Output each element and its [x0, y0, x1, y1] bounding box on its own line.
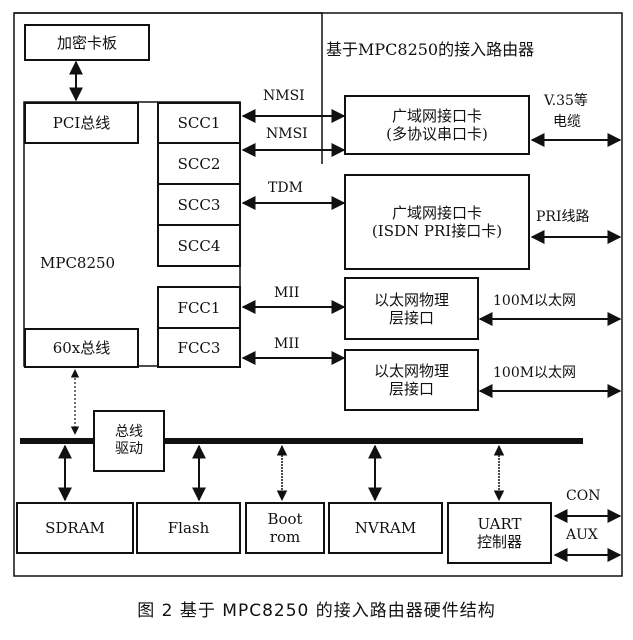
flash-block: Flash — [136, 502, 241, 554]
flash-label: Flash — [167, 519, 210, 537]
bootrom-label-1: Boot — [267, 510, 303, 528]
figure-caption: 图 2 基于 MPC8250 的接入路由器硬件结构 — [137, 601, 496, 621]
wan-isdn-card-label-1: 广域网接口卡 — [391, 204, 482, 222]
scc3-label: SCC3 — [177, 195, 221, 214]
bus-driver-block: 总线 驱动 — [93, 410, 165, 472]
uart-label-1: UART — [477, 515, 522, 533]
bootrom-label-2: rom — [269, 528, 301, 546]
bus-60x-block: 60x总线 — [24, 328, 139, 368]
pci-bus-label: PCI总线 — [52, 114, 111, 132]
v35-label-1: V.35等 — [544, 93, 588, 109]
mii2-label: MII — [274, 336, 300, 352]
wan-isdn-card-label-2: (ISDN PRI接口卡) — [371, 222, 503, 240]
sdram-label: SDRAM — [45, 519, 105, 537]
mii1-label: MII — [274, 285, 300, 301]
uart-block: UART 控制器 — [447, 502, 552, 564]
scc4-block: SCC4 — [157, 224, 241, 267]
outer-border-main — [13, 12, 623, 577]
crypto-card-label: 加密卡板 — [56, 33, 117, 52]
v35-label-2: 电缆 — [553, 114, 581, 130]
scc3-block: SCC3 — [157, 183, 241, 226]
eth-phy2-block: 以太网物理 层接口 — [344, 349, 479, 411]
eth-phy1-label-2: 层接口 — [388, 308, 434, 327]
eth-phy1-block: 以太网物理 层接口 — [344, 277, 479, 340]
bootrom-block: Boot rom — [245, 502, 325, 554]
nvram-label: NVRAM — [354, 519, 417, 537]
eth-phy2-label-2: 层接口 — [388, 380, 434, 398]
diagram-title: 基于MPC8250的接入路由器 — [326, 40, 535, 59]
eth-phy2-label-1: 以太网物理 — [373, 362, 449, 380]
eth2-label: 100M以太网 — [493, 365, 577, 381]
wan-serial-card-label-1: 广域网接口卡 — [391, 107, 482, 125]
scc1-label: SCC1 — [177, 114, 221, 132]
pci-bus-block: PCI总线 — [24, 102, 139, 144]
nvram-block: NVRAM — [328, 502, 443, 554]
bus-driver-label-1: 总线 — [115, 424, 143, 441]
con-label: CON — [566, 488, 601, 504]
wan-serial-card-label-2: (多协议串口卡) — [386, 125, 488, 143]
bus-60x-label: 60x总线 — [52, 339, 111, 357]
wan-serial-card-block: 广域网接口卡 (多协议串口卡) — [344, 95, 530, 155]
fcc3-label: FCC3 — [177, 338, 221, 357]
bus-driver-label-2: 驱动 — [115, 441, 143, 457]
pri-label: PRI线路 — [536, 209, 590, 225]
nmsi2-label: NMSI — [266, 126, 308, 142]
aux-label: AUX — [566, 527, 598, 543]
scc2-block: SCC2 — [157, 142, 241, 185]
nmsi1-label: NMSI — [263, 88, 305, 104]
scc2-label: SCC2 — [177, 154, 221, 173]
wan-isdn-card-block: 广域网接口卡 (ISDN PRI接口卡) — [344, 174, 530, 270]
fcc1-label: FCC1 — [177, 298, 221, 317]
uart-label-2: 控制器 — [476, 533, 522, 551]
scc1-block: SCC1 — [157, 102, 241, 144]
eth-phy1-label-1: 以太网物理 — [373, 290, 449, 309]
sdram-block: SDRAM — [16, 502, 134, 554]
scc4-label: SCC4 — [177, 236, 221, 255]
tdm-label: TDM — [268, 180, 303, 196]
mpc8250-label: MPC8250 — [40, 254, 116, 272]
eth1-label: 100M以太网 — [493, 293, 577, 309]
fcc3-block: FCC3 — [157, 327, 241, 368]
fcc1-block: FCC1 — [157, 286, 241, 329]
crypto-card-block: 加密卡板 — [24, 24, 150, 61]
